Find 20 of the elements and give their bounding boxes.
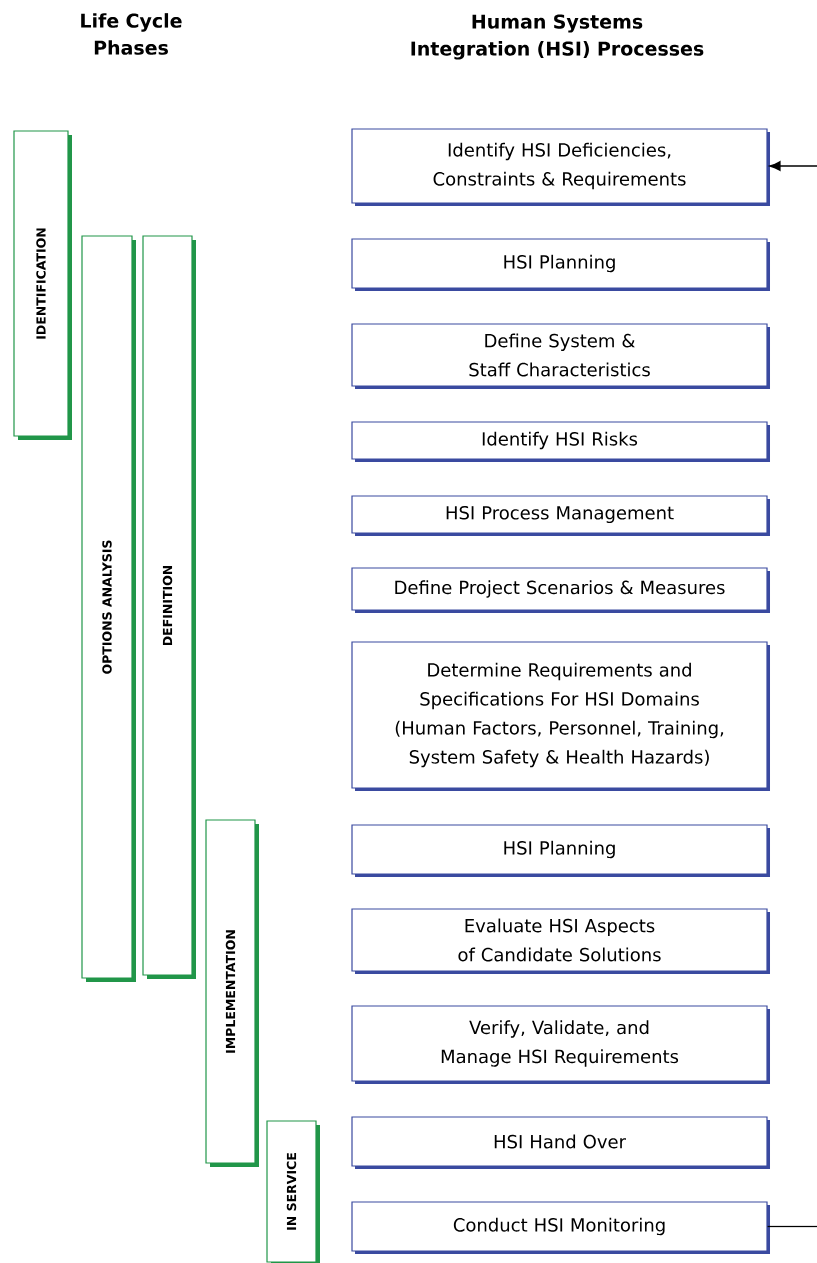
- process-box: Verify, Validate, and Manage HSI Requirements: [351, 1005, 770, 1084]
- process-box: HSI Hand Over: [351, 1116, 770, 1169]
- arrow: [769, 161, 817, 171]
- process-box: HSI Process Management: [351, 495, 770, 536]
- process-box: HSI Planning: [351, 824, 770, 877]
- process-box: Define System & Staff Characteristics: [351, 323, 770, 389]
- phase-bar: OPTIONS ANALYSIS: [81, 235, 136, 982]
- process-box: Conduct HSI Monitoring: [351, 1201, 770, 1254]
- process-box: Determine Requirements and Specifications For HSI Domains (Human Factors, Personnel, Training, System Safety & Health Hazards): [351, 641, 770, 791]
- phase-bar: IMPLEMENTATION: [205, 819, 259, 1167]
- process-box: Identify HSI Risks: [351, 421, 770, 462]
- column-heading: Human Systems Integration (HSI) Processes: [411, 14, 704, 60]
- process-box: Define Project Scenarios & Measures: [351, 567, 770, 613]
- column-heading: Life Cycle Phases: [81, 13, 182, 55]
- process-box: Identify HSI Deficiencies, Constraints & Requirements: [351, 128, 770, 206]
- process-box: HSI Planning: [351, 238, 770, 291]
- phase-bar: DEFINITION: [142, 235, 196, 979]
- phase-bar: IN SERVICE: [266, 1120, 320, 1263]
- process-box: Evaluate HSI Aspects of Candidate Solutions: [351, 908, 770, 974]
- phase-bar: IDENTIFICATION: [13, 130, 72, 440]
